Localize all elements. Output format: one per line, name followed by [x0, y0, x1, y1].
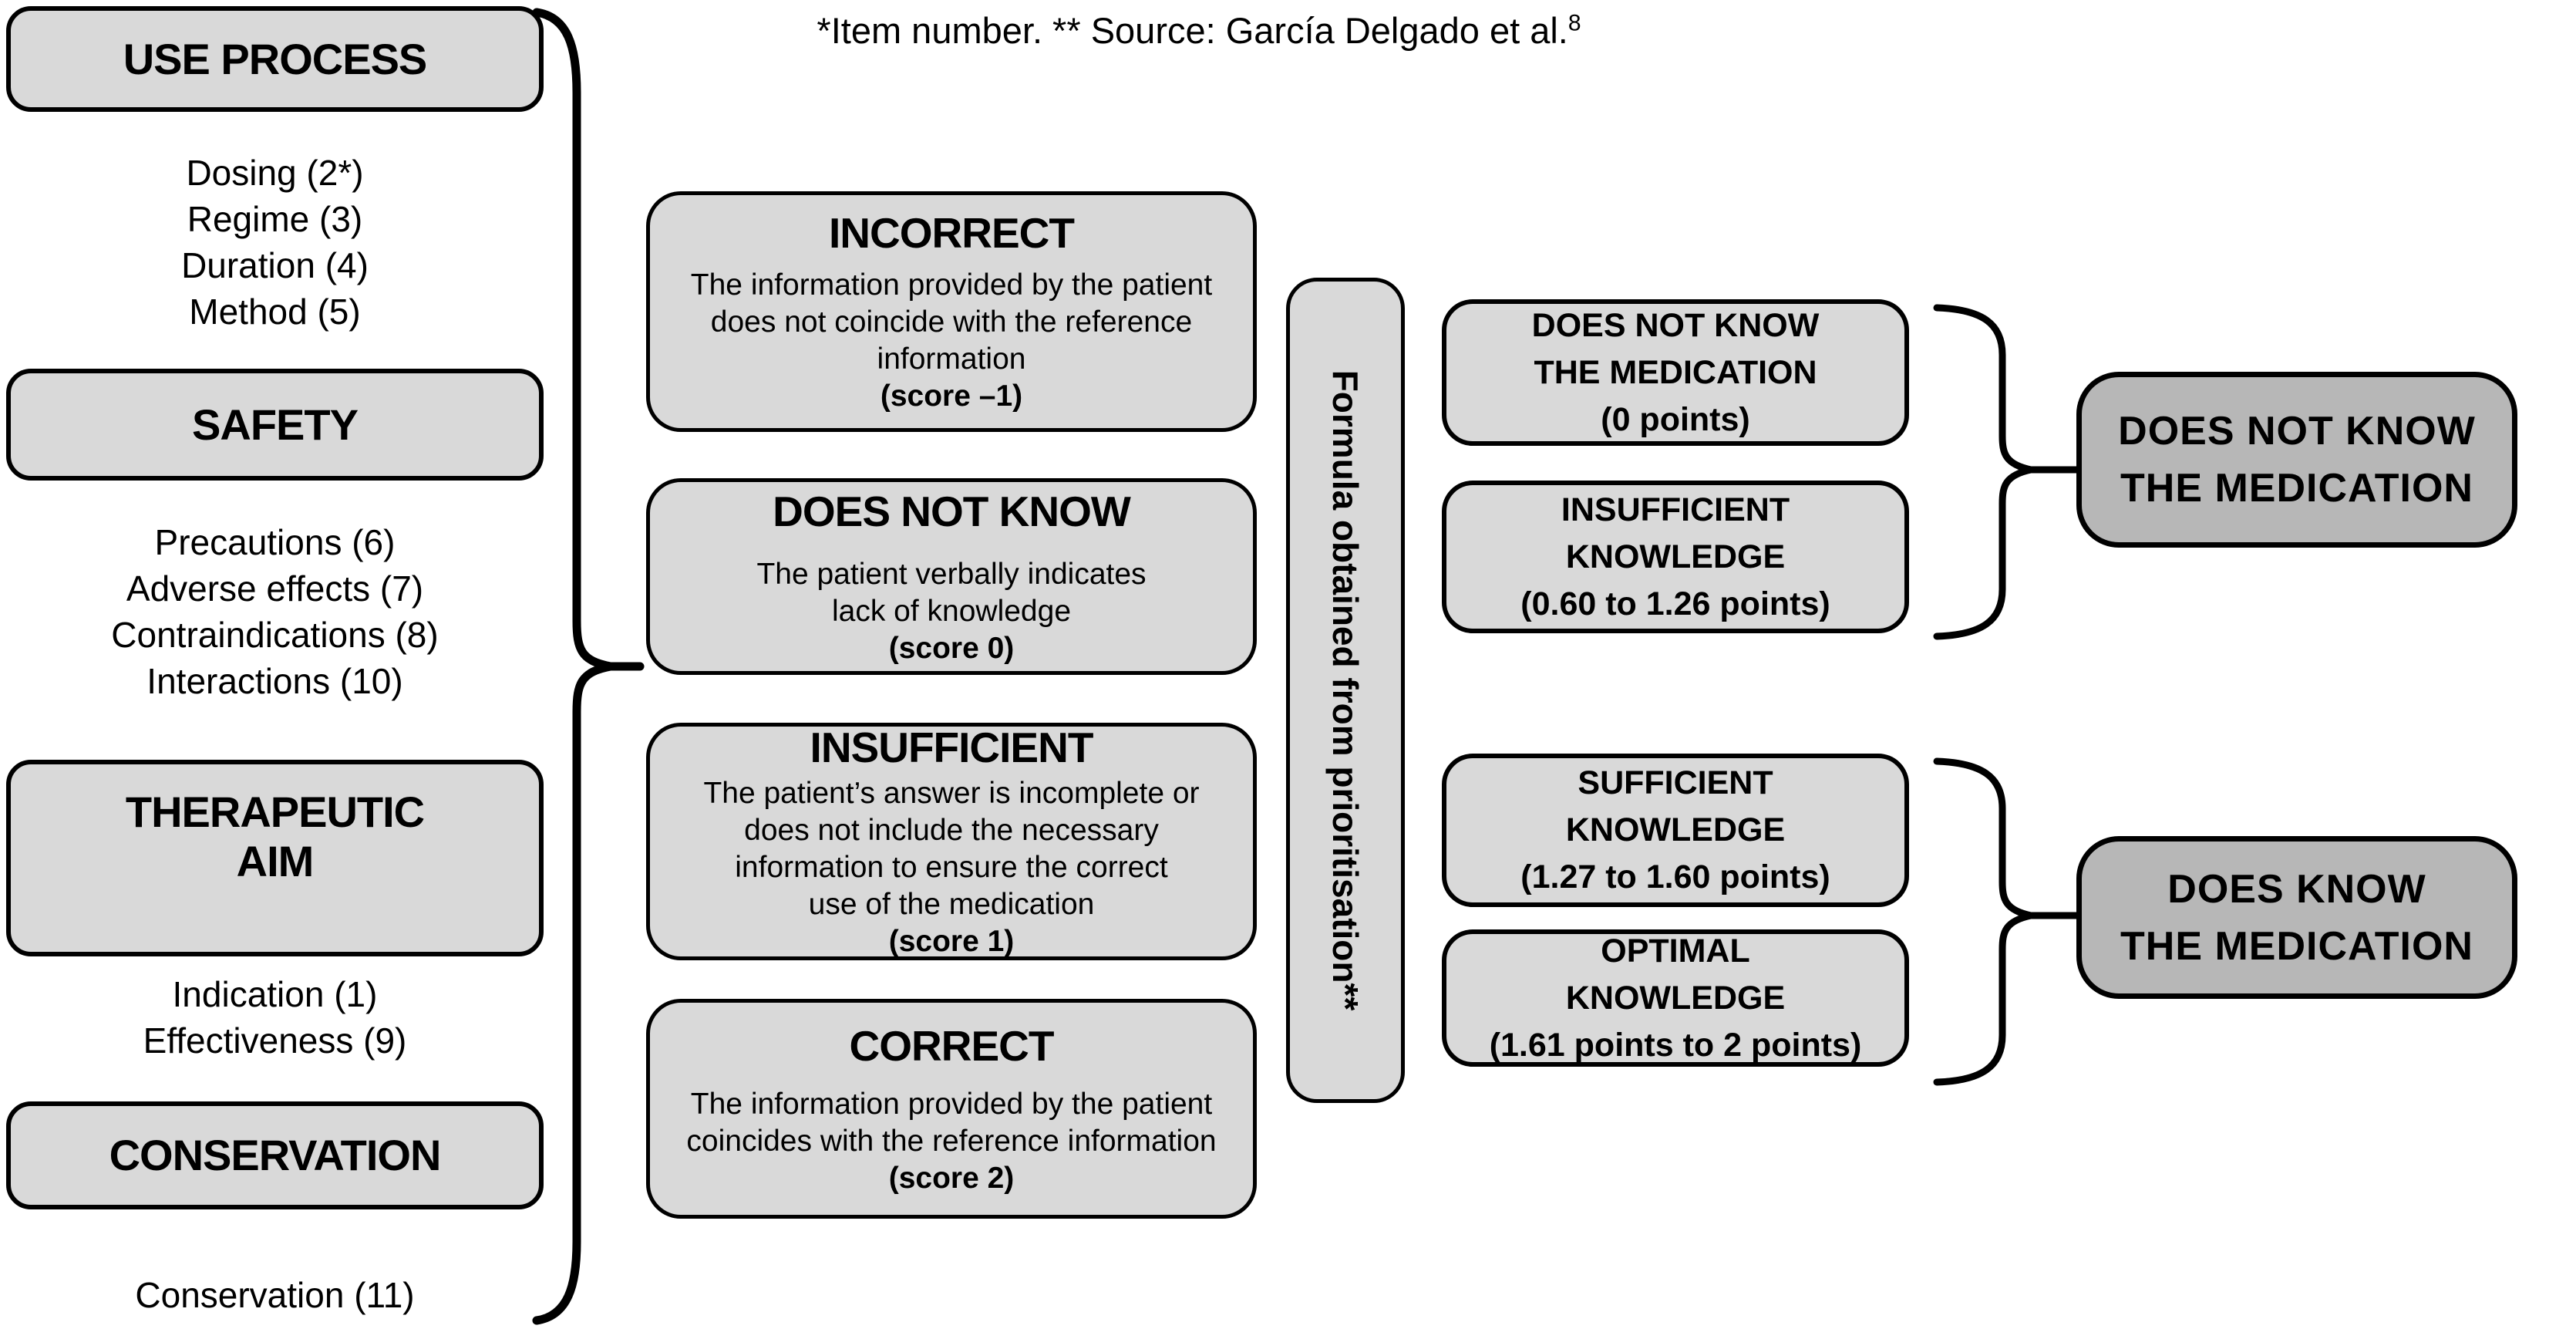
outcome-box-line: THE MEDICATION — [2120, 466, 2473, 511]
left-section-box-therapeutic-aim: THERAPEUTIC AIM — [6, 760, 544, 956]
left-section-box-use-process: USE PROCESS — [6, 6, 544, 112]
range-box-line: DOES NOT KNOW — [1531, 306, 1820, 344]
left-section-box-conservation: CONSERVATION — [6, 1101, 544, 1209]
left-section-title: CONSERVATION — [109, 1131, 442, 1179]
range-box-line: (1.61 points to 2 points) — [1489, 1026, 1862, 1064]
score-box-title: CORRECT — [849, 1021, 1055, 1070]
left-section-title: USE PROCESS — [123, 34, 428, 83]
formula-box-label: Formula obtained from prioritisation** — [1325, 369, 1365, 1011]
score-box-body-line: does not coincide with the reference — [710, 305, 1193, 339]
left-section-title: SAFETY — [192, 400, 359, 449]
left-item: Interactions (10) — [146, 661, 403, 701]
score-box-body-line: does not include the necessary — [744, 814, 1159, 847]
left-brace — [532, 8, 612, 1325]
left-item: Dosing (2*) — [186, 153, 364, 193]
left-items-conservation: Conservation (11) — [6, 1272, 544, 1318]
score-box-body-line: The information provided by the patient — [690, 268, 1213, 302]
outcome-box-line: THE MEDICATION — [2120, 923, 2473, 969]
range-box-line: KNOWLEDGE — [1565, 538, 1786, 575]
left-section-box-safety: SAFETY — [6, 369, 544, 481]
left-section-title: AIM — [236, 837, 315, 885]
score-box-body-line: The information provided by the patient — [690, 1087, 1213, 1121]
score-box-score: (score 1) — [888, 925, 1015, 958]
score-box-score: (score 2) — [888, 1161, 1015, 1195]
range-box-line: (1.27 to 1.60 points) — [1520, 858, 1830, 895]
source-note-text: *Item number. ** Source: García Delgado … — [817, 10, 1568, 51]
score-box-score: (score –1) — [880, 379, 1023, 413]
outcome-box-does-know: DOES KNOW THE MEDICATION — [2076, 836, 2517, 999]
score-box-body-line: lack of knowledge — [831, 594, 1072, 628]
left-item: Duration (4) — [181, 245, 369, 285]
outcome-box-line: DOES NOT KNOW — [2118, 409, 2476, 454]
source-note: *Item number. ** Source: García Delgado … — [732, 9, 1665, 52]
range-box-line: KNOWLEDGE — [1565, 979, 1786, 1017]
left-item: Precautions (6) — [154, 522, 396, 562]
outcome-box-line: DOES KNOW — [2167, 866, 2426, 912]
score-box-body-line: The patient’s answer is incomplete or — [703, 777, 1200, 810]
score-box-insufficient: INSUFFICIENT The patient’s answer is inc… — [646, 723, 1257, 960]
score-box-body-line: use of the medication — [808, 888, 1095, 921]
score-box-correct: CORRECT The information provided by the … — [646, 999, 1257, 1219]
score-box-title: INSUFFICIENT — [810, 723, 1094, 771]
right-brace-bottom — [1933, 757, 2032, 1086]
score-box-does-not-know: DOES NOT KNOW The patient verbally indic… — [646, 478, 1257, 675]
range-box-insufficient: INSUFFICIENT KNOWLEDGE (0.60 to 1.26 poi… — [1442, 481, 1909, 633]
range-box-line: INSUFFICIENT — [1561, 491, 1790, 528]
left-items-use-process: Dosing (2*) Regime (3) Duration (4) Meth… — [6, 150, 544, 335]
score-box-title: INCORRECT — [829, 209, 1075, 257]
left-item: Adverse effects (7) — [126, 568, 424, 609]
left-item: Regime (3) — [187, 199, 363, 239]
score-box-body-line: The patient verbally indicates — [756, 557, 1147, 591]
score-box-body-line: information — [877, 342, 1026, 376]
score-box-incorrect: INCORRECT The information provided by th… — [646, 191, 1257, 432]
range-box-sufficient: SUFFICIENT KNOWLEDGE (1.27 to 1.60 point… — [1442, 754, 1909, 907]
outcome-box-does-not-know: DOES NOT KNOW THE MEDICATION — [2076, 372, 2517, 548]
left-item: Effectiveness (9) — [143, 1020, 407, 1061]
right-brace-top — [1933, 304, 2032, 640]
score-box-body-line: coincides with the reference information — [686, 1124, 1217, 1158]
score-box-title: DOES NOT KNOW — [773, 487, 1131, 535]
range-box-line: SUFFICIENT — [1578, 764, 1773, 801]
score-box-score: (score 0) — [888, 631, 1015, 665]
range-box-line: THE MEDICATION — [1534, 353, 1817, 391]
left-items-therapeutic-aim: Indication (1) Effectiveness (9) — [6, 971, 544, 1064]
range-box-line: (0.60 to 1.26 points) — [1520, 585, 1830, 622]
range-box-optimal: OPTIMAL KNOWLEDGE (1.61 points to 2 poin… — [1442, 929, 1909, 1067]
formula-box: Formula obtained from prioritisation** — [1286, 278, 1405, 1103]
left-items-safety: Precautions (6) Adverse effects (7) Cont… — [6, 519, 544, 704]
range-box-line: (0 points) — [1601, 400, 1750, 438]
left-item: Contraindications (8) — [111, 615, 439, 655]
range-box-does-not-know: DOES NOT KNOW THE MEDICATION (0 points) — [1442, 299, 1909, 446]
left-section-title: THERAPEUTIC — [125, 788, 425, 836]
source-note-superscript: 8 — [1567, 10, 1581, 36]
left-item: Conservation (11) — [135, 1275, 415, 1315]
range-box-line: OPTIMAL — [1601, 932, 1750, 970]
left-item: Indication (1) — [172, 974, 378, 1014]
range-box-line: KNOWLEDGE — [1565, 811, 1786, 848]
score-box-body-line: information to ensure the correct — [735, 851, 1168, 884]
left-item: Method (5) — [189, 292, 361, 332]
